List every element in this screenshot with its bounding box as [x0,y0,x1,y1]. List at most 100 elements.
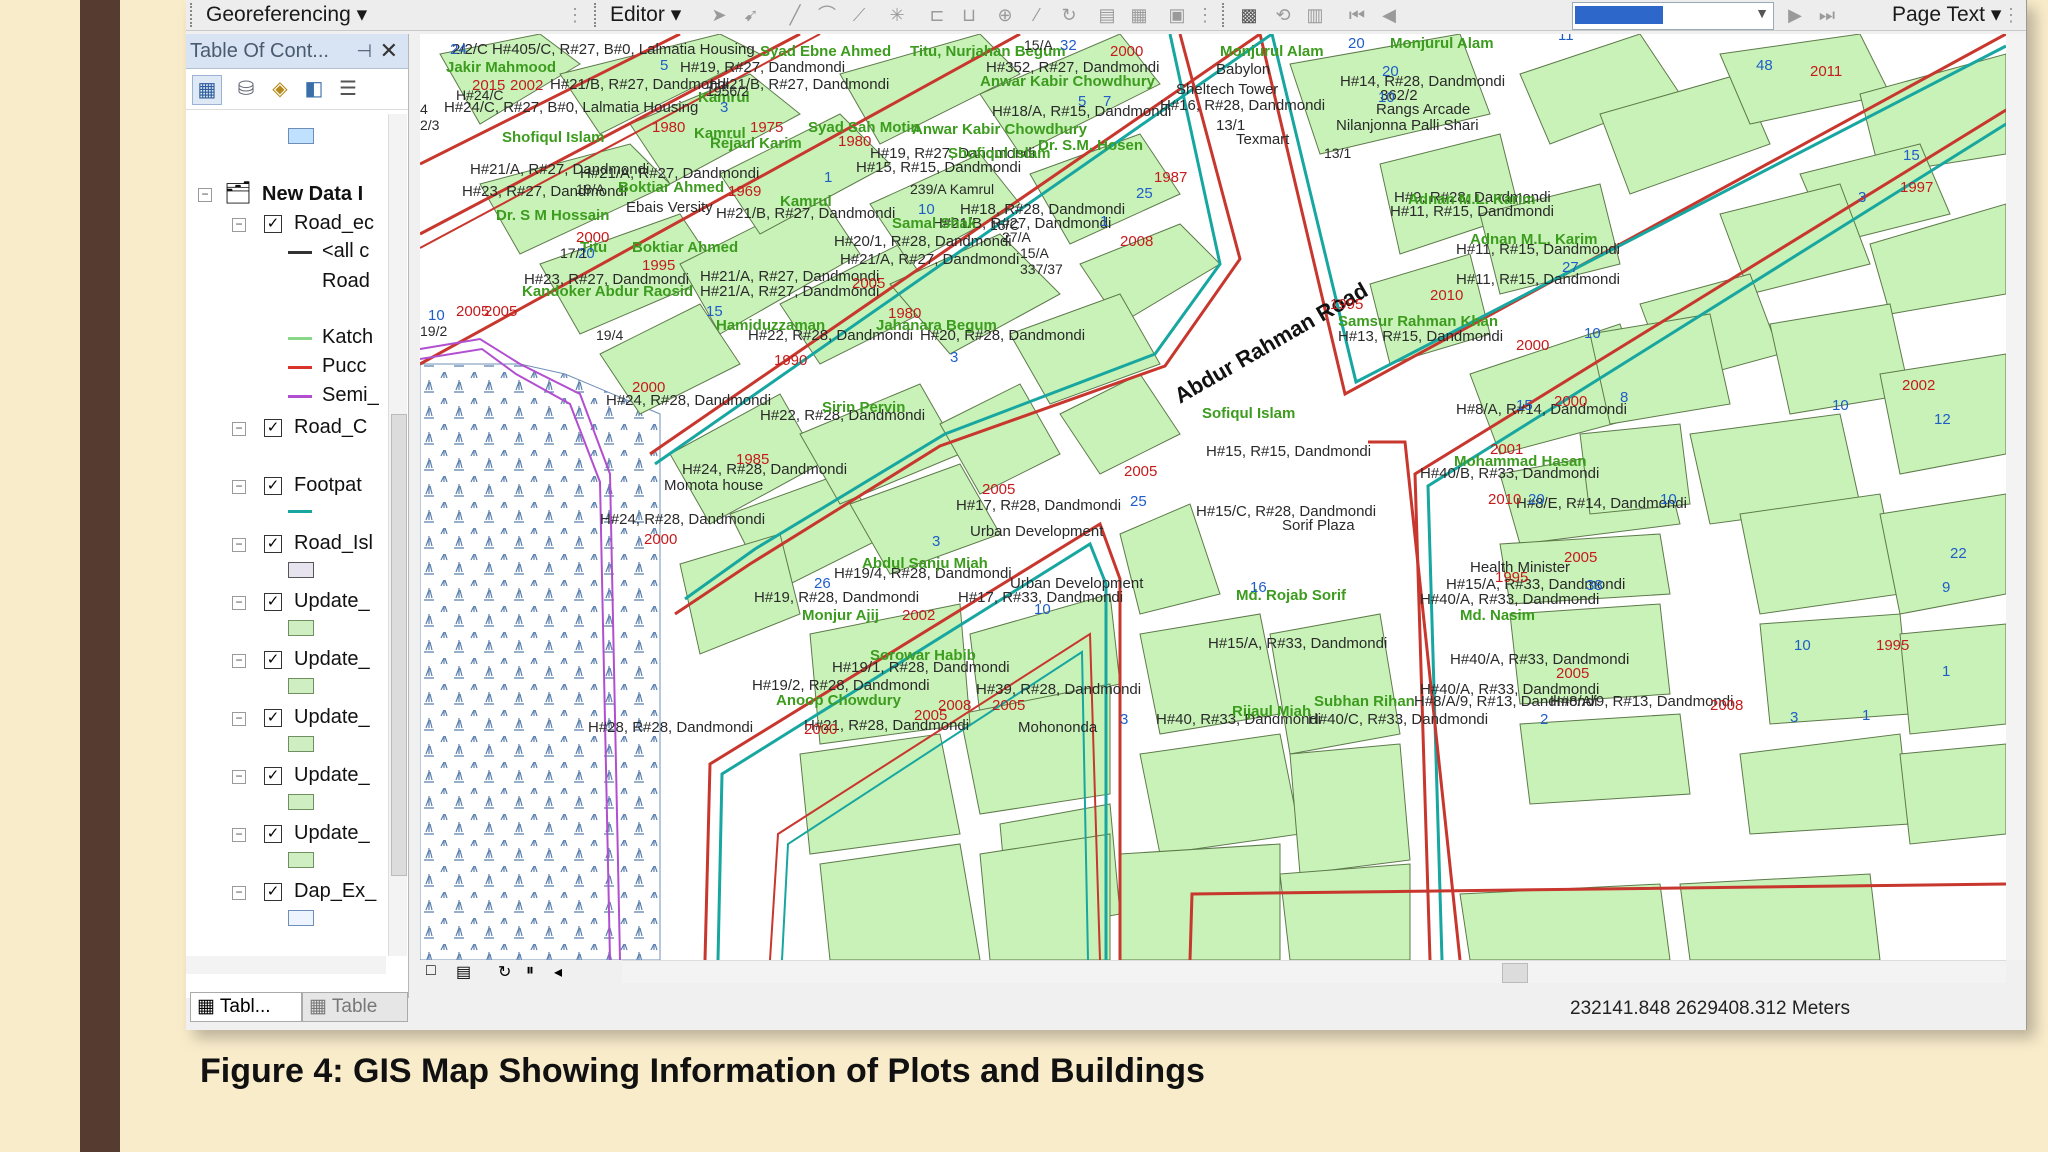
data-driven-pages-icon[interactable]: ▩ [1240,5,1258,25]
pause-icon[interactable]: ⏸ [526,962,535,979]
layer-label[interactable]: Dap_Ex_ [294,880,377,902]
plot-polygon[interactable] [1289,34,1491,155]
layer-visibility-checkbox[interactable]: ✓ [264,215,282,233]
dataframe-label[interactable]: New Data I [262,183,364,205]
plot-polygon[interactable] [849,463,1001,575]
plot-polygon[interactable] [479,143,671,255]
refresh-pages-icon[interactable]: ⟲ [1275,5,1291,25]
page-name-dropdown[interactable]: ▼ [1572,2,1774,30]
map-horizontal-scrollbar[interactable] [622,960,2006,983]
toc-horizontal-scrollbar[interactable] [186,956,386,974]
list-by-visibility-icon[interactable]: ◈ [272,78,288,100]
layer-visibility-checkbox[interactable]: ✓ [264,883,282,901]
sketch-properties-icon[interactable]: ▦ [1130,5,1148,25]
plot-polygon[interactable] [1119,843,1281,960]
layer-visibility-checkbox[interactable]: ✓ [264,535,282,553]
map-canvas[interactable]: Abdur Rahman Road 2/2/C H#405/C, R#27, B… [420,34,2006,960]
plot-polygon[interactable] [1369,253,1491,365]
toc-vertical-scrollbar[interactable] [388,114,407,956]
plot-polygon[interactable] [1139,733,1301,855]
toolbar-more-icon[interactable]: ⋮ [1196,5,1214,25]
collapse-icon[interactable]: − [232,218,246,232]
cut-polygon-icon[interactable]: ⊕ [997,5,1013,25]
layer-label[interactable]: Footpat [294,474,362,496]
toolbar-grip[interactable] [190,3,196,27]
plot-polygon[interactable] [1519,713,1691,805]
plot-polygon[interactable] [819,843,981,960]
rotate-icon[interactable]: ↻ [1061,5,1077,25]
layer-visibility-checkbox[interactable]: ✓ [264,477,282,495]
plot-polygon[interactable] [799,733,961,855]
plot-polygon[interactable] [1119,503,1221,615]
plot-polygon[interactable] [1759,613,1911,725]
plot-polygon[interactable] [1739,493,1901,615]
tab-table-of-contents[interactable]: ▦ Tabl... [190,992,302,1022]
attributes-icon[interactable]: ▤ [1098,5,1116,25]
plot-polygon[interactable] [1059,373,1181,475]
layer-label[interactable]: Update_ [294,706,370,728]
plot-polygon[interactable] [979,34,1161,155]
layer-visibility-checkbox[interactable]: ✓ [264,825,282,843]
map-vertical-scrollbar[interactable] [2006,34,2026,960]
layer-label[interactable]: Road_Isl [294,532,373,554]
page-text-menu[interactable]: Page Text ▾ [1892,3,2002,26]
plot-polygon[interactable] [679,533,801,655]
layout-view-button[interactable]: ▤ [456,964,472,981]
plot-polygon[interactable] [1899,743,2006,845]
plot-polygon[interactable] [1269,613,1401,755]
plot-polygon[interactable] [939,383,1061,495]
options-icon[interactable]: ☰ [339,78,357,100]
plot-polygon[interactable] [1009,293,1161,405]
layer-label[interactable]: Update_ [294,590,370,612]
plot-polygon[interactable] [1139,613,1281,735]
layer-label[interactable]: Road_ec [294,212,375,234]
collapse-icon[interactable]: − [232,770,246,784]
plot-polygon[interactable] [1509,603,1671,705]
collapse-icon[interactable]: − [232,712,246,726]
plot-polygon[interactable] [1579,423,1691,515]
plot-polygon[interactable] [599,303,741,415]
scroll-left-icon[interactable]: ◂ [554,964,563,981]
collapse-icon[interactable]: − [232,886,246,900]
first-page-icon[interactable]: ⏮ [1348,5,1366,25]
plot-polygon[interactable] [869,153,1021,265]
tab-table[interactable]: ▦ Table [302,992,408,1022]
reshape-icon[interactable]: ⊔ [961,5,977,25]
plot-polygon[interactable] [719,113,891,235]
scrollbar-thumb[interactable] [1502,963,1528,983]
plot-polygon[interactable] [1859,53,2006,175]
plot-polygon[interactable] [1479,183,1621,295]
toolbar-grip[interactable] [1222,3,1228,27]
layer-visibility-checkbox[interactable]: ✓ [264,767,282,785]
plot-polygon[interactable] [1029,133,1181,245]
plot-polygon[interactable] [1459,883,1671,960]
plot-polygon[interactable] [1879,353,2006,475]
plot-polygon[interactable] [959,683,1111,815]
plot-polygon[interactable] [629,73,801,185]
list-by-drawing-order-icon[interactable]: ▦ [192,75,222,105]
next-page-icon[interactable]: ▶ [1788,5,1802,25]
georeferencing-menu[interactable]: Georeferencing ▾ [206,3,368,26]
toolbar-grip[interactable] [594,3,600,27]
edit-tool-icon[interactable]: ➤ [711,5,727,25]
layer-label[interactable]: Update_ [294,764,370,786]
vertex-icon[interactable]: ✳ [889,5,905,25]
split-icon[interactable]: ⊏ [929,5,945,25]
toolbar-more-icon[interactable]: ⋮ [2002,5,2020,25]
layer-label[interactable]: Road_C [294,416,368,438]
plot-polygon[interactable] [1279,863,1411,960]
collapse-icon[interactable]: − [232,596,246,610]
straight-segment-icon[interactable]: ╱ [789,5,801,25]
collapse-icon[interactable]: − [232,480,246,494]
layer-label[interactable]: Update_ [294,648,370,670]
plot-polygon[interactable] [439,34,581,125]
collapse-icon[interactable]: − [232,654,246,668]
layer-visibility-checkbox[interactable]: ✓ [264,593,282,611]
toolbar-more-icon[interactable]: ⋮ [566,5,584,25]
plot-polygon[interactable] [1679,873,1881,960]
plot-polygon[interactable] [839,34,1021,145]
page-setup-icon[interactable]: ▥ [1306,5,1324,25]
list-by-selection-icon[interactable]: ◧ [304,78,324,100]
plot-polygon[interactable] [1499,533,1671,605]
curve-segment-icon[interactable]: ⌒ [818,5,836,25]
